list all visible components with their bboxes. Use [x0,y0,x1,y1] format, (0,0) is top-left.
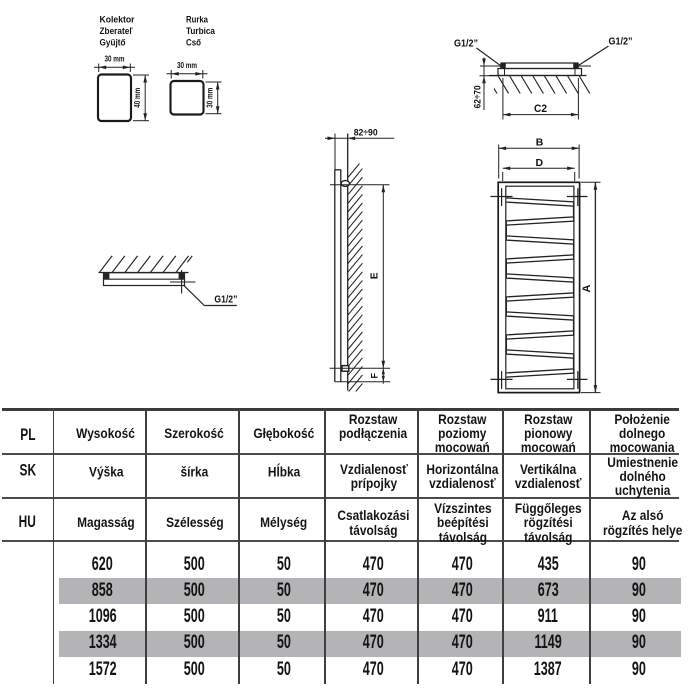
svg-text:Kolektor: Kolektor [100,15,135,25]
svg-text:C2: C2 [534,103,547,115]
svg-text:F: F [370,373,380,379]
svg-text:D: D [536,157,544,169]
svg-text:Cső: Cső [186,38,201,48]
svg-text:Rurka: Rurka [186,15,209,25]
svg-text:B: B [536,136,544,148]
svg-text:30 mm: 30 mm [177,60,197,70]
svg-text:40 mm: 40 mm [132,87,142,107]
svg-text:E: E [370,272,381,279]
svg-text:G1/2”: G1/2” [454,39,478,50]
svg-text:82÷90: 82÷90 [354,128,378,139]
svg-text:G1/2”: G1/2” [609,37,633,48]
svg-text:Gyüjtő: Gyüjtő [100,38,126,48]
svg-text:A: A [581,284,593,292]
svg-text:Zberateľ: Zberateľ [100,26,133,36]
svg-text:30 mm: 30 mm [205,87,215,107]
svg-text:30 mm: 30 mm [105,54,125,64]
svg-text:62÷70: 62÷70 [473,85,483,108]
svg-text:G1/2”: G1/2” [214,295,237,306]
svg-text:Turbica: Turbica [186,26,216,36]
